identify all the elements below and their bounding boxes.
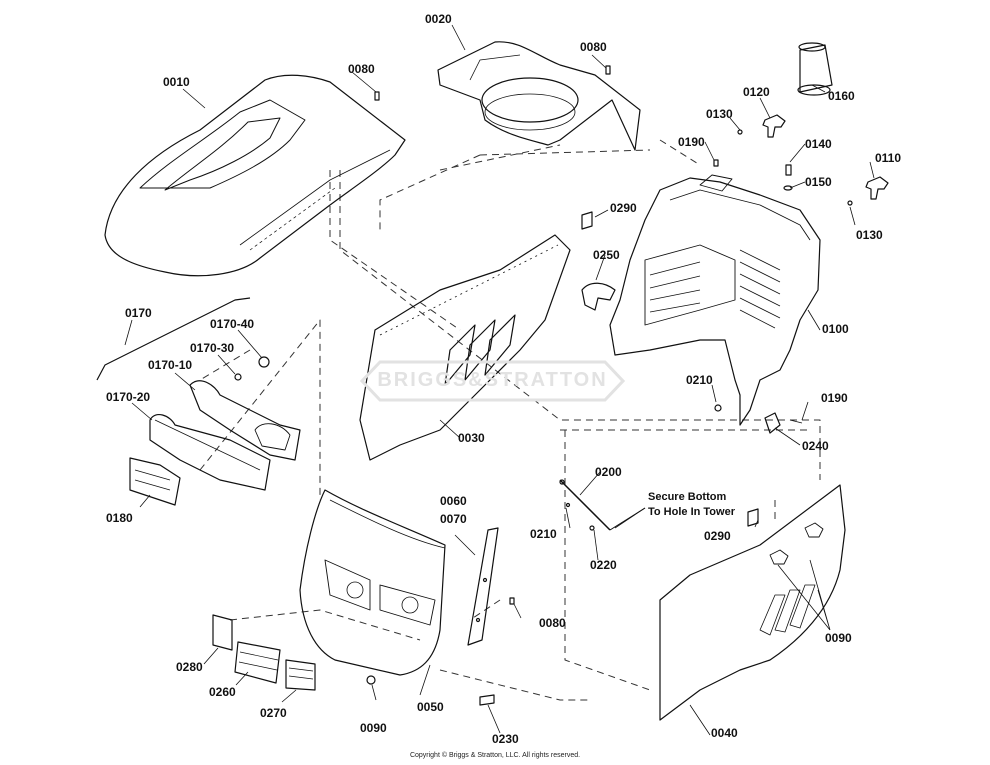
part-0060-strip (467, 527, 499, 646)
label-0110[interactable]: 0110 (875, 151, 902, 165)
part-0050-nose (299, 489, 446, 676)
label-0250[interactable]: 0250 (593, 248, 620, 262)
knob-icon (762, 114, 889, 200)
note-line-1: Secure Bottom (648, 491, 727, 503)
label-0050[interactable]: 0050 (417, 700, 444, 714)
watermark: BRIGGS&STRATTON (360, 360, 625, 402)
label-0020[interactable]: 0020 (425, 12, 452, 26)
label-0090[interactable]: 0090 (825, 631, 852, 645)
label-0090[interactable]: 0090 (360, 721, 387, 735)
assembly-dashed-lines (199, 139, 821, 701)
label-0070[interactable]: 0070 (440, 512, 467, 526)
lamp-lens-icon (212, 614, 316, 691)
label-0120[interactable]: 0120 (743, 85, 770, 99)
label-0280[interactable]: 0280 (176, 660, 203, 674)
part-0230-cap (479, 694, 495, 706)
label-0170-30[interactable]: 0170-30 (190, 341, 235, 355)
part-0020-dash-panel (437, 41, 641, 151)
label-0130[interactable]: 0130 (706, 107, 733, 121)
part-0030-panel (359, 234, 571, 461)
part-0200-rod (559, 479, 646, 531)
part-0180-grille-insert (129, 457, 181, 506)
label-0100[interactable]: 0100 (822, 322, 849, 336)
note-secure-bottom: Secure Bottom To Hole In Tower (648, 490, 735, 520)
label-0080[interactable]: 0080 (580, 40, 607, 54)
label-0140[interactable]: 0140 (805, 137, 832, 151)
label-0210[interactable]: 0210 (686, 373, 713, 387)
watermark-text: BRIGGS&STRATTON (377, 369, 608, 391)
label-0290[interactable]: 0290 (704, 529, 731, 543)
label-0270[interactable]: 0270 (260, 706, 287, 720)
part-0090-fastener (366, 675, 376, 685)
label-0160[interactable]: 0160 (828, 89, 855, 103)
label-0260[interactable]: 0260 (209, 685, 236, 699)
label-0170-40[interactable]: 0170-40 (210, 317, 255, 331)
clip-icon (581, 211, 781, 527)
label-0040[interactable]: 0040 (711, 726, 738, 740)
label-0060[interactable]: 0060 (440, 494, 467, 508)
label-0240[interactable]: 0240 (802, 439, 829, 453)
label-0080[interactable]: 0080 (348, 62, 375, 76)
label-0170-20[interactable]: 0170-20 (106, 390, 151, 404)
part-0100-tower (609, 174, 821, 426)
label-0230[interactable]: 0230 (492, 732, 519, 746)
leader-lines (124, 24, 875, 736)
part-0170-light-assembly (96, 297, 301, 491)
part-0160-cup (797, 42, 833, 96)
label-0180[interactable]: 0180 (106, 511, 133, 525)
label-0170[interactable]: 0170 (125, 306, 152, 320)
label-0080[interactable]: 0080 (539, 616, 566, 630)
label-0220[interactable]: 0220 (590, 558, 617, 572)
label-0190[interactable]: 0190 (678, 135, 705, 149)
label-0170-10[interactable]: 0170-10 (148, 358, 193, 372)
part-0010-hood-top (104, 74, 406, 277)
label-0290[interactable]: 0290 (610, 201, 637, 215)
label-0190[interactable]: 0190 (821, 391, 848, 405)
label-0200[interactable]: 0200 (595, 465, 622, 479)
fastener-icon (713, 129, 853, 424)
note-line-2: To Hole In Tower (648, 506, 735, 518)
label-0150[interactable]: 0150 (805, 175, 832, 189)
part-0040-side-panel (659, 484, 846, 721)
label-0210[interactable]: 0210 (530, 527, 557, 541)
label-0130[interactable]: 0130 (856, 228, 883, 242)
label-0010[interactable]: 0010 (163, 75, 190, 89)
copyright-text: Copyright © Briggs & Stratton, LLC. All … (409, 752, 581, 759)
watermark-frame-icon (360, 360, 625, 402)
label-0030[interactable]: 0030 (458, 431, 485, 445)
